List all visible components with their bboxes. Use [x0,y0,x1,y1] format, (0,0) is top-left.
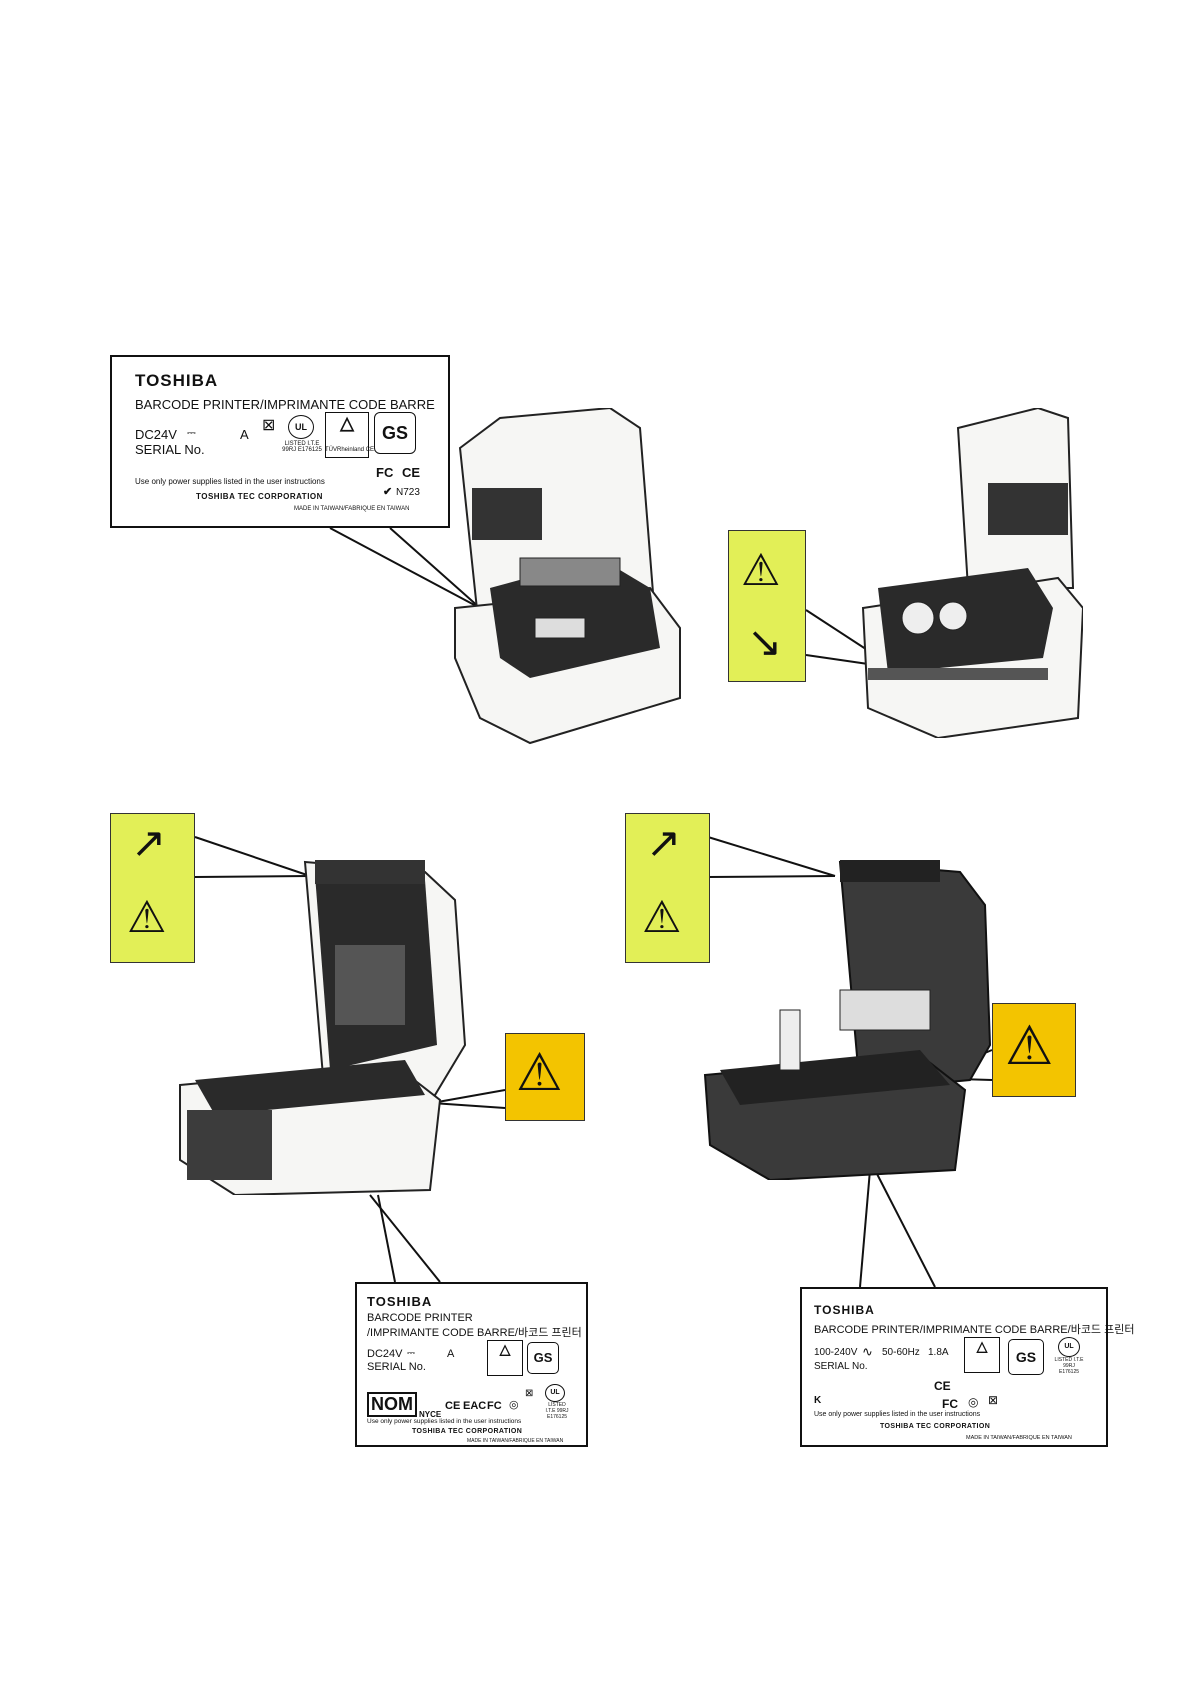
ul-listed-text: LISTED I.T.E 99RJ E176125 [1054,1357,1084,1375]
ce-mark: CE [445,1400,461,1412]
ul-listed-icon: UL [288,415,314,439]
arrow-up-icon: ↗ [131,819,167,866]
hot-surface-warning-icon: ⚠ [741,546,781,595]
gs-icon: GS [1008,1339,1044,1375]
fcc-mark: FC [376,465,394,480]
printer-open-dark [703,860,992,1180]
amp-rating: 1.8A [928,1347,949,1358]
rcm-icon: ✔ [383,486,393,498]
printer-open-white-c [179,860,467,1195]
rating-label-c: TOSHIBA BARCODE PRINTER/IMPRIMANTE CODE … [800,1287,1134,1447]
eac-mark: EAC [463,1400,487,1412]
amp-rating: A [447,1348,455,1360]
tuv-icon: △ [964,1337,1000,1373]
rating-label-a: TOSHIBA BARCODE PRINTER/IMPRIMANTE CODE … [110,355,450,528]
rating-label-b: TOSHIBA BARCODE PRINTER /IMPRIMANTE CODE… [355,1282,588,1447]
weee-icon: ⊠ [988,1393,999,1407]
warning-heat-label-c: ↗ ⚠ [625,813,710,963]
leader-line [859,1169,871,1288]
serial-number: SERIAL No. [135,442,205,457]
product-name-line2: /IMPRIMANTE CODE BARRE/바코드 프린터 [367,1327,582,1339]
fcc-mark: FC [487,1400,502,1412]
rcm-icon: ◎ [509,1399,519,1411]
printer-open-white-a [454,408,681,745]
leader-line [377,1194,396,1283]
rcm-icon: ◎ [968,1395,979,1409]
brand-name: TOSHIBA [814,1303,875,1317]
corporation: TOSHIBA TEC CORPORATION [412,1428,523,1435]
printer-open-white-b [861,408,1083,738]
leader-line [874,1169,936,1288]
power-notice: Use only power supplies listed in the us… [367,1418,522,1425]
serial-number: SERIAL No. [814,1361,868,1372]
serial-number: SERIAL No. [367,1361,426,1373]
power-rating: DC24V [135,427,177,442]
power-rating: DC24V [367,1348,403,1360]
corporation: TOSHIBA TEC CORPORATION [880,1423,991,1430]
ul-listed-text: LISTED I.T.E 99RJ E176125 [545,1402,569,1420]
product-name: BARCODE PRINTER/IMPRIMANTE CODE BARRE/바코… [814,1324,1135,1336]
arrow-up-icon: ↗ [646,819,682,866]
power-rating: 100-240V [814,1347,858,1358]
brand-name: TOSHIBA [135,371,219,390]
ac-symbol: ∿ [862,1344,873,1359]
weee-icon: ⊠ [525,1388,534,1399]
dc-symbol: ⎓ [407,1348,415,1359]
warning-heat-label-a: ⚠ ↘ [728,530,806,682]
leader-line [369,1194,441,1283]
arrow-down-icon: ↘ [747,618,783,665]
pinch-hand-warning-icon: ⚠ [1005,1016,1054,1076]
made-in: MADE IN TAIWAN/FABRIQUE EN TAIWAN [966,1435,1072,1441]
made-in: MADE IN TAIWAN/FABRIQUE EN TAIWAN [294,506,410,512]
warning-pinch-label-b: ⚠ [992,1003,1076,1097]
ul-listed-icon: UL [545,1384,565,1402]
made-in: MADE IN TAIWAN/FABRIQUE EN TAIWAN [467,1438,564,1444]
ce-mark: CE [402,465,421,480]
product-name-line1: BARCODE PRINTER [367,1312,473,1324]
product-name: BARCODE PRINTER/IMPRIMANTE CODE BARRE [135,397,435,412]
corporation: TOSHIBA TEC CORPORATION [196,492,323,501]
warning-heat-label-b: ↗ ⚠ [110,813,195,963]
fcc-mark: FC [942,1397,958,1411]
hot-surface-warning-icon: ⚠ [642,893,682,942]
hot-surface-warning-icon: ⚠ [127,893,167,942]
ul-listed-text: LISTED I.T.E 99RJ E176125 [282,441,322,453]
tuv-text: TÜVRheinland CERTIFIED [325,447,398,453]
kc-icon: K [814,1395,822,1406]
ce-mark: CE [934,1379,951,1393]
amp-rating: A [240,427,249,442]
tuv-icon: △ [325,412,369,458]
nyce-mark: NYCE [419,1410,442,1419]
dc-symbol: ⎓ [187,427,196,439]
brand-name: TOSHIBA [367,1294,433,1309]
tuv-icon: △ [487,1340,523,1376]
frequency: 50-60Hz [882,1347,920,1358]
gs-icon: GS [527,1342,559,1374]
power-notice: Use only power supplies listed in the us… [135,477,325,486]
ul-listed-icon: UL [1058,1337,1080,1357]
nom-mark: NOM [367,1392,417,1417]
warning-pinch-label-a: ⚠ [505,1033,585,1121]
n723-mark: N723 [396,487,420,498]
pinch-hand-warning-icon: ⚠ [516,1044,563,1102]
power-notice: Use only power supplies listed in the us… [814,1411,981,1418]
gs-icon: GS [374,412,416,454]
weee-icon: ⊠ [262,417,276,434]
